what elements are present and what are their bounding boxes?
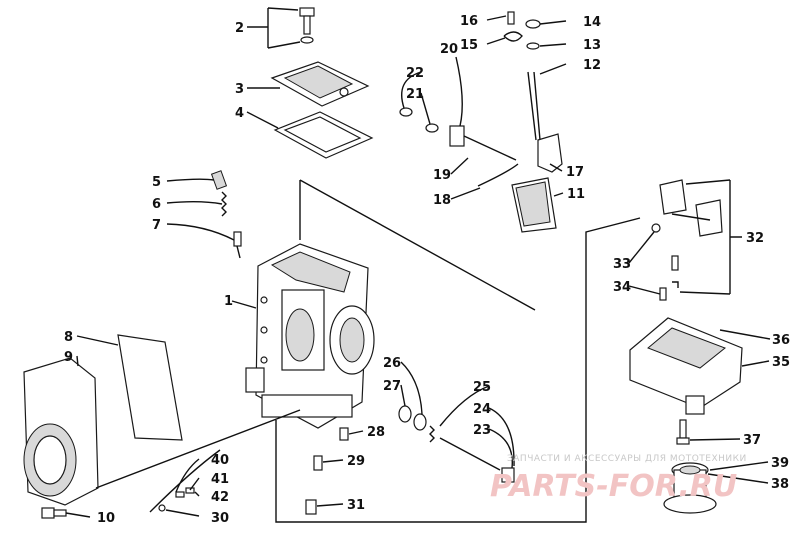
part-valve-block bbox=[511, 177, 557, 233]
callout-label: 4 bbox=[235, 106, 244, 121]
callout-label: 1 bbox=[224, 294, 233, 309]
part-float-assembly bbox=[651, 179, 723, 301]
callout-label: 27 bbox=[383, 379, 401, 394]
part-bottom-screws bbox=[305, 427, 349, 515]
watermark-logo: PARTS-FOR.RU bbox=[490, 469, 737, 504]
callout-label: 29 bbox=[347, 454, 365, 469]
callout-label: 14 bbox=[583, 15, 601, 30]
part-lever bbox=[537, 133, 563, 173]
part-cable bbox=[149, 449, 221, 513]
callout-label: 3 bbox=[235, 82, 244, 97]
callout-label: 24 bbox=[473, 402, 491, 417]
callout-label: 23 bbox=[473, 423, 491, 438]
callout-labels: 1 2 3 4 5 6 7 8 9 10 11 12 13 14 15 16 1… bbox=[64, 14, 790, 526]
callout-label: 37 bbox=[743, 433, 761, 448]
callout-label: 32 bbox=[746, 231, 764, 246]
callout-label: 26 bbox=[383, 356, 401, 371]
callout-label: 22 bbox=[406, 66, 424, 81]
callout-label: 28 bbox=[367, 425, 385, 440]
callout-label: 21 bbox=[406, 87, 424, 102]
part-drawings bbox=[23, 7, 743, 519]
callout-label: 42 bbox=[211, 490, 229, 505]
callout-label: 34 bbox=[613, 280, 631, 295]
callout-label: 36 bbox=[772, 333, 790, 348]
part-nut-washer bbox=[525, 19, 541, 50]
callout-label: 16 bbox=[460, 14, 478, 29]
part-top-cover bbox=[270, 61, 370, 107]
callout-label: 19 bbox=[433, 168, 451, 183]
callout-label: 30 bbox=[211, 511, 229, 526]
part-housing-screw bbox=[41, 507, 67, 519]
callout-label: 17 bbox=[566, 165, 584, 180]
part-cover-gasket bbox=[273, 111, 374, 159]
callout-label: 12 bbox=[583, 58, 601, 73]
part-pilot-screw-set bbox=[210, 170, 242, 259]
callout-label: 38 bbox=[771, 477, 789, 492]
part-small-screw-clip bbox=[503, 11, 523, 42]
callout-label: 11 bbox=[567, 187, 585, 202]
part-left-housing bbox=[23, 334, 183, 506]
watermark: ЗАПЧАСТИ И АКСЕССУАРЫ ДЛЯ МОТОТЕХНИКИ PA… bbox=[490, 454, 747, 504]
callout-label: 2 bbox=[235, 21, 244, 36]
part-rod bbox=[527, 71, 541, 141]
callout-label: 8 bbox=[64, 330, 73, 345]
watermark-caption: ЗАПЧАСТИ И АКСЕССУАРЫ ДЛЯ МОТОТЕХНИКИ bbox=[507, 454, 747, 464]
callout-label: 40 bbox=[211, 453, 229, 468]
callout-label: 35 bbox=[772, 355, 790, 370]
callout-label: 25 bbox=[473, 380, 491, 395]
part-drain-screw bbox=[676, 419, 690, 445]
callout-label: 20 bbox=[440, 42, 458, 57]
leader-lines bbox=[65, 7, 771, 523]
callout-label: 13 bbox=[583, 38, 601, 53]
callout-label: 31 bbox=[347, 498, 365, 513]
callout-label: 10 bbox=[97, 511, 115, 526]
callout-label: 33 bbox=[613, 257, 631, 272]
callout-label: 6 bbox=[152, 197, 161, 212]
callout-label: 9 bbox=[64, 350, 73, 365]
callout-label: 7 bbox=[152, 218, 161, 233]
callout-label: 39 bbox=[771, 456, 789, 471]
callout-label: 15 bbox=[460, 38, 478, 53]
callout-label: 5 bbox=[152, 175, 161, 190]
part-float-bowl bbox=[629, 317, 743, 415]
part-bowl-fitting bbox=[663, 462, 717, 514]
callout-label: 18 bbox=[433, 193, 451, 208]
callout-label: 41 bbox=[211, 472, 229, 487]
part-carburetor-body bbox=[245, 243, 375, 429]
part-linkage bbox=[399, 107, 519, 187]
part-top-screw bbox=[299, 7, 315, 44]
